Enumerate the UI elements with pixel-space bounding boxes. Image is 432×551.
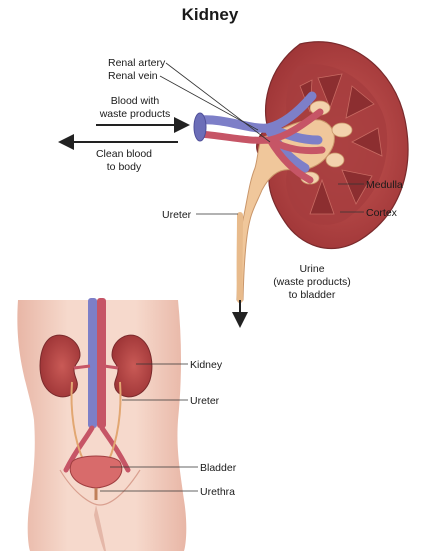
right-kidney-small	[111, 334, 153, 398]
label-ureter-top: Ureter	[162, 209, 192, 221]
label-urethra: Urethra	[200, 486, 235, 498]
label-urine-2: (waste products)	[273, 276, 351, 288]
leader-renal-artery	[165, 62, 271, 143]
renal-vein-vessel	[195, 91, 323, 173]
label-medulla: Medulla	[366, 179, 403, 191]
left-kidney-small	[39, 334, 81, 398]
renal-artery-vessel	[196, 108, 326, 184]
label-renal-vein: Renal vein	[108, 70, 158, 82]
label-blood-waste-2: waste products	[99, 108, 171, 120]
leader-renal-vein	[159, 75, 259, 131]
label-ureter-body: Ureter	[190, 395, 220, 407]
label-clean-blood-2: to body	[107, 161, 142, 173]
groin-contour	[59, 469, 141, 506]
ureters-small	[70, 381, 122, 463]
body-illustration	[17, 298, 187, 551]
label-urine-3: to bladder	[289, 289, 336, 301]
label-clean-blood-1: Clean blood	[96, 148, 152, 160]
renal-pyramids	[299, 73, 383, 215]
label-kidney: Kidney	[190, 359, 223, 371]
label-blood-waste-1: Blood with	[111, 95, 160, 107]
aorta	[97, 298, 106, 428]
label-cortex: Cortex	[366, 207, 398, 219]
diagram-title: Kidney	[182, 5, 239, 24]
small-renal-vessels	[73, 364, 119, 370]
label-urine-1: Urine	[299, 263, 324, 275]
label-renal-artery: Renal artery	[108, 57, 166, 69]
label-bladder: Bladder	[200, 462, 237, 474]
renal-vessel-cut-end	[193, 112, 207, 142]
renal-pelvis	[236, 119, 335, 301]
kidney-cross-section	[193, 41, 409, 303]
leg-gap	[94, 505, 106, 551]
bladder-shape	[69, 455, 123, 489]
vena-cava	[88, 298, 97, 428]
